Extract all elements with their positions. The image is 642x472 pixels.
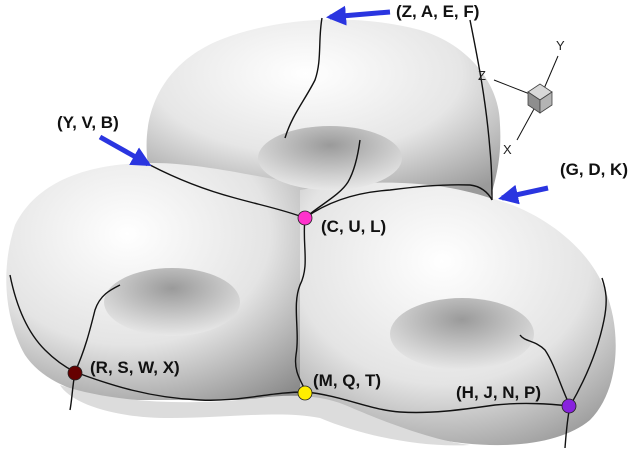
point-rswx: [68, 366, 82, 380]
axis-z-label: Z: [478, 68, 486, 83]
point-cul: [298, 211, 312, 225]
axis-x-label: X: [503, 142, 512, 157]
label-rswx: (R, S, W, X): [90, 358, 180, 377]
right-hole: [390, 298, 534, 370]
label-zaef: (Z, A, E, F): [396, 2, 479, 21]
point-mqt: [298, 386, 312, 400]
label-yvb: (Y, V, B): [57, 113, 119, 132]
point-hjnp: [562, 399, 576, 413]
label-gdk: (G, D, K): [560, 160, 628, 179]
label-hjnp: (H, J, N, P): [456, 383, 541, 402]
axis-cube-icon: [528, 84, 552, 113]
arrow-zaef: [330, 12, 390, 17]
axis-y-label: Y: [556, 38, 565, 53]
left-hole: [104, 268, 240, 336]
arrow-gdk: [502, 188, 548, 198]
surface-body: [6, 20, 615, 446]
arrow-yvb: [100, 137, 148, 164]
top-hole: [258, 126, 402, 190]
label-mqt: (M, Q, T): [313, 371, 381, 390]
label-cul: (C, U, L): [321, 217, 386, 236]
